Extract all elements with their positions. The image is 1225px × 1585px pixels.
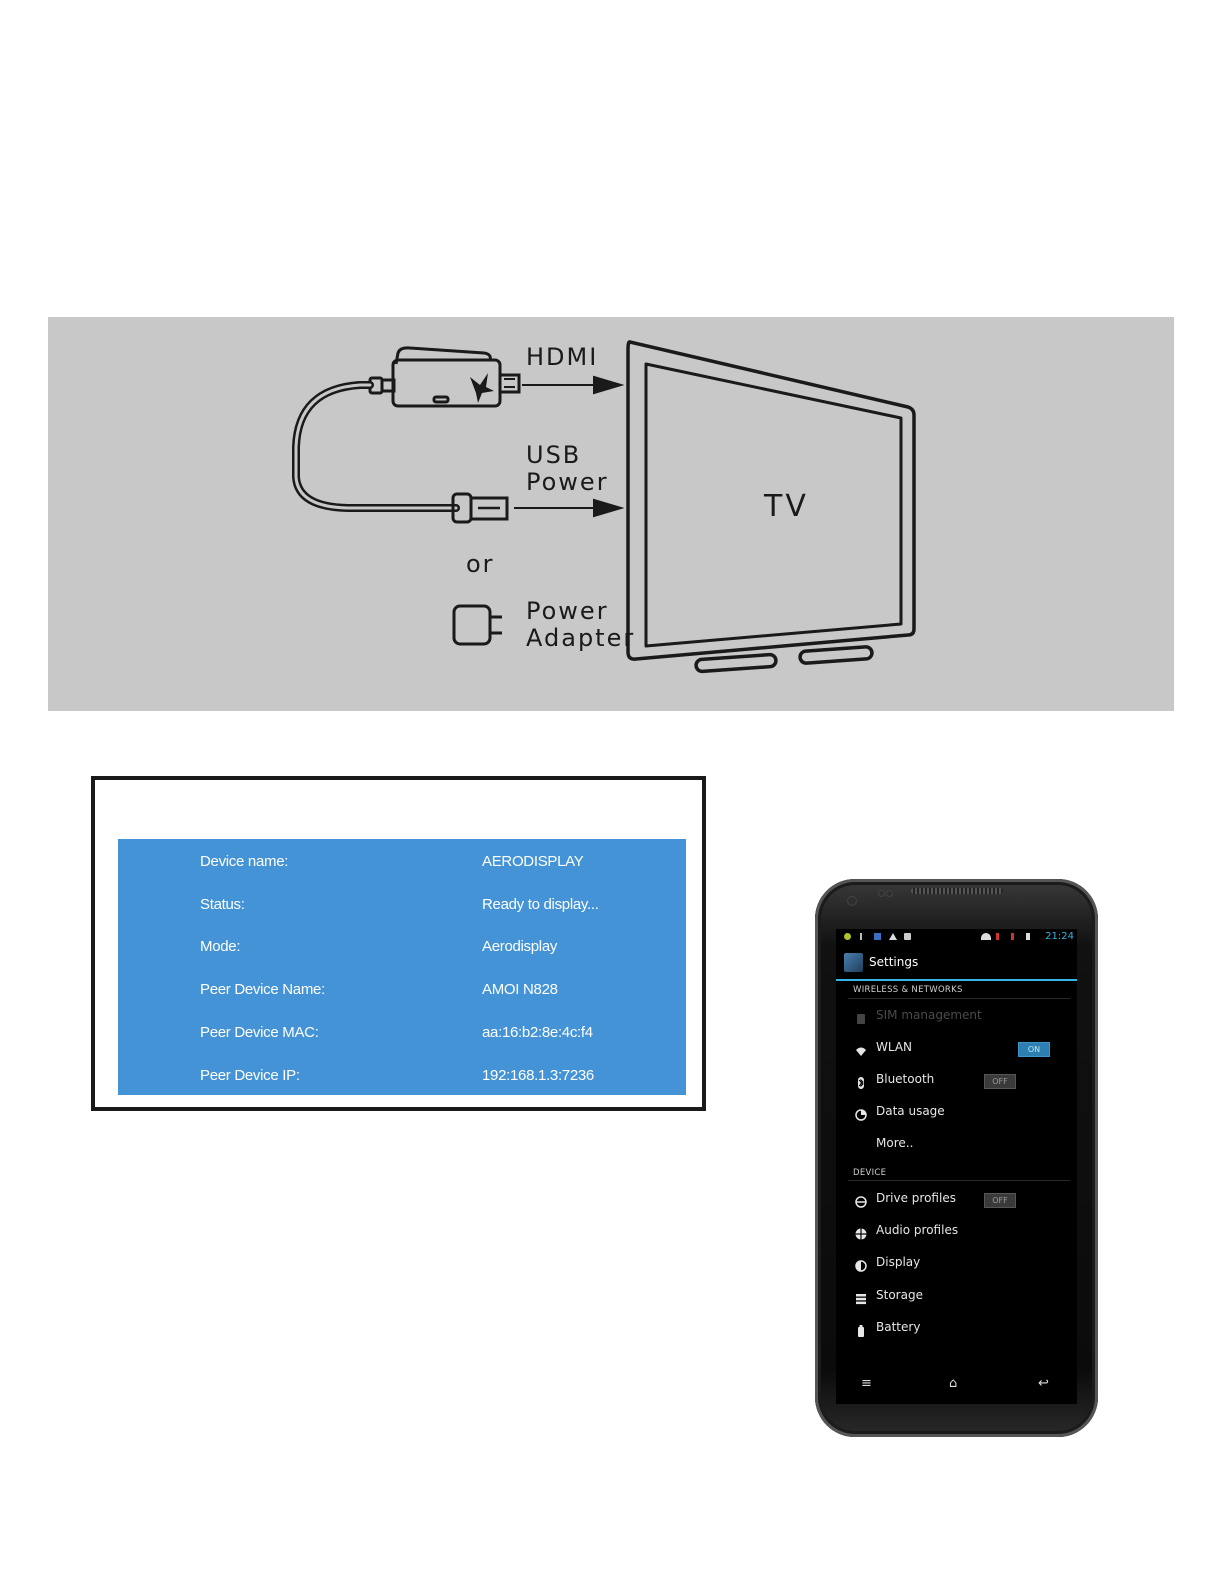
info-row-status: Status: Ready to display...: [118, 890, 686, 920]
info-row-peer-ip: Peer Device IP: 192:168.1.3:7236: [118, 1061, 686, 1091]
settings-item-label: SIM management: [876, 1008, 982, 1022]
info-row-mode: Mode: Aerodisplay: [118, 932, 686, 962]
storage-icon: [855, 1290, 867, 1305]
hdmi-arrow-icon: [522, 375, 625, 395]
section-header-device: DEVICE: [853, 1168, 887, 1178]
connection-diagram: HDMI USB Power or Power Adapter TV: [48, 317, 1174, 711]
settings-item-display[interactable]: Display: [836, 1249, 1077, 1277]
info-row-device-name: Device name: AERODISPLAY: [118, 847, 686, 877]
info-value: Ready to display...: [482, 896, 599, 913]
data-usage-icon: [855, 1106, 867, 1121]
connection-diagram-graphic: [292, 340, 916, 674]
settings-item-label: Battery: [876, 1320, 921, 1334]
status-bar: 21:24: [836, 929, 1077, 945]
tv-label: TV: [764, 489, 809, 524]
signal-icon: [996, 933, 999, 940]
sensor-icon: [887, 891, 892, 896]
front-camera-icon: [848, 897, 856, 905]
settings-app-icon[interactable]: [844, 953, 863, 972]
sim-icon: [855, 1010, 867, 1024]
speaker-grille: [911, 888, 1003, 894]
bluetooth-icon: [855, 1074, 867, 1089]
status-time: 21:24: [1045, 931, 1074, 942]
usb-power-arrow-icon: [514, 498, 625, 518]
hdmi-label: HDMI: [526, 343, 599, 371]
info-key: Peer Device IP:: [200, 1067, 300, 1084]
dongle-icon: [391, 346, 521, 408]
info-key: Mode:: [200, 938, 241, 955]
wlan-toggle[interactable]: ON: [1018, 1042, 1050, 1057]
info-row-peer-mac: Peer Device MAC: aa:16:b2:8e:4c:f4: [118, 1018, 686, 1048]
info-value: AMOI N828: [482, 981, 558, 998]
settings-item-data-usage[interactable]: Data usage: [836, 1098, 1077, 1126]
drive-profiles-toggle[interactable]: OFF: [984, 1193, 1016, 1208]
signal-icon: [1011, 933, 1014, 940]
settings-item-storage[interactable]: Storage: [836, 1282, 1077, 1310]
warning-icon: [889, 933, 897, 940]
home-button[interactable]: ⌂: [949, 1376, 958, 1391]
bluetooth-toggle[interactable]: OFF: [984, 1074, 1016, 1089]
audio-profile-icon: [855, 1225, 867, 1240]
smartphone: 21:24 Settings WIRELESS & NETWORKS SIM m…: [815, 879, 1098, 1437]
info-value: aa:16:b2:8e:4c:f4: [482, 1024, 593, 1041]
drive-profile-icon: [855, 1193, 867, 1208]
settings-item-label: Audio profiles: [876, 1223, 959, 1237]
or-label: or: [466, 550, 495, 578]
settings-item-label: More..: [876, 1136, 914, 1150]
power-adapter-label-line2: Adapter: [526, 624, 636, 652]
menu-button[interactable]: ≡: [861, 1376, 872, 1391]
usb-cable: [292, 381, 460, 512]
app-notification-icon: [874, 933, 881, 940]
settings-item-label: Drive profiles: [876, 1191, 956, 1205]
info-value: AERODISPLAY: [482, 853, 584, 870]
info-key: Device name:: [200, 853, 289, 870]
battery-status-icon: [1026, 933, 1030, 940]
action-bar: Settings: [836, 947, 1077, 981]
info-key: Peer Device Name:: [200, 981, 325, 998]
settings-item-more[interactable]: More..: [836, 1130, 1077, 1158]
info-value: Aerodisplay: [482, 938, 558, 955]
info-row-peer-name: Peer Device Name: AMOI N828: [118, 975, 686, 1005]
navigation-bar: ≡ ⌂ ↩: [836, 1364, 1077, 1404]
settings-item-bluetooth[interactable]: Bluetooth OFF: [836, 1066, 1077, 1094]
display-icon: [855, 1257, 867, 1272]
settings-item-label: WLAN: [876, 1040, 913, 1054]
battery-icon: [855, 1322, 867, 1337]
power-adapter-label-line1: Power: [526, 597, 609, 625]
wifi-icon: [855, 1042, 867, 1056]
usb-icon: [860, 933, 864, 940]
page-title: Settings: [869, 955, 919, 969]
settings-item-audio-profiles[interactable]: Audio profiles: [836, 1217, 1077, 1245]
settings-item-label: Bluetooth: [876, 1072, 935, 1086]
section-divider: [848, 998, 1070, 999]
settings-item-label: Data usage: [876, 1104, 945, 1118]
message-icon: [904, 933, 911, 940]
usb-power-label-line1: USB: [526, 441, 582, 469]
power-adapter-icon: [452, 604, 502, 646]
usb-a-plug-icon: [451, 492, 509, 524]
section-divider: [848, 1180, 1070, 1181]
info-value: 192:168.1.3:7236: [482, 1067, 594, 1084]
back-button[interactable]: ↩: [1038, 1376, 1049, 1391]
settings-item-battery[interactable]: Battery: [836, 1314, 1077, 1342]
info-key: Status:: [200, 896, 245, 913]
device-info-panel: Device name: AERODISPLAY Status: Ready t…: [118, 839, 686, 1095]
settings-item-sim: SIM management: [836, 1002, 1077, 1030]
settings-item-wlan[interactable]: WLAN ON: [836, 1034, 1077, 1062]
phone-screen: 21:24 Settings WIRELESS & NETWORKS SIM m…: [836, 929, 1077, 1404]
wifi-icon: [981, 933, 991, 940]
section-header-wireless: WIRELESS & NETWORKS: [853, 985, 963, 995]
notification-icon: [844, 933, 851, 940]
usb-power-label-line2: Power: [526, 468, 609, 496]
tv-icon: [626, 340, 916, 674]
settings-item-label: Display: [876, 1255, 921, 1269]
sensor-icon: [879, 891, 884, 896]
settings-item-drive-profiles[interactable]: Drive profiles OFF: [836, 1185, 1077, 1213]
settings-item-label: Storage: [876, 1288, 923, 1302]
info-key: Peer Device MAC:: [200, 1024, 319, 1041]
